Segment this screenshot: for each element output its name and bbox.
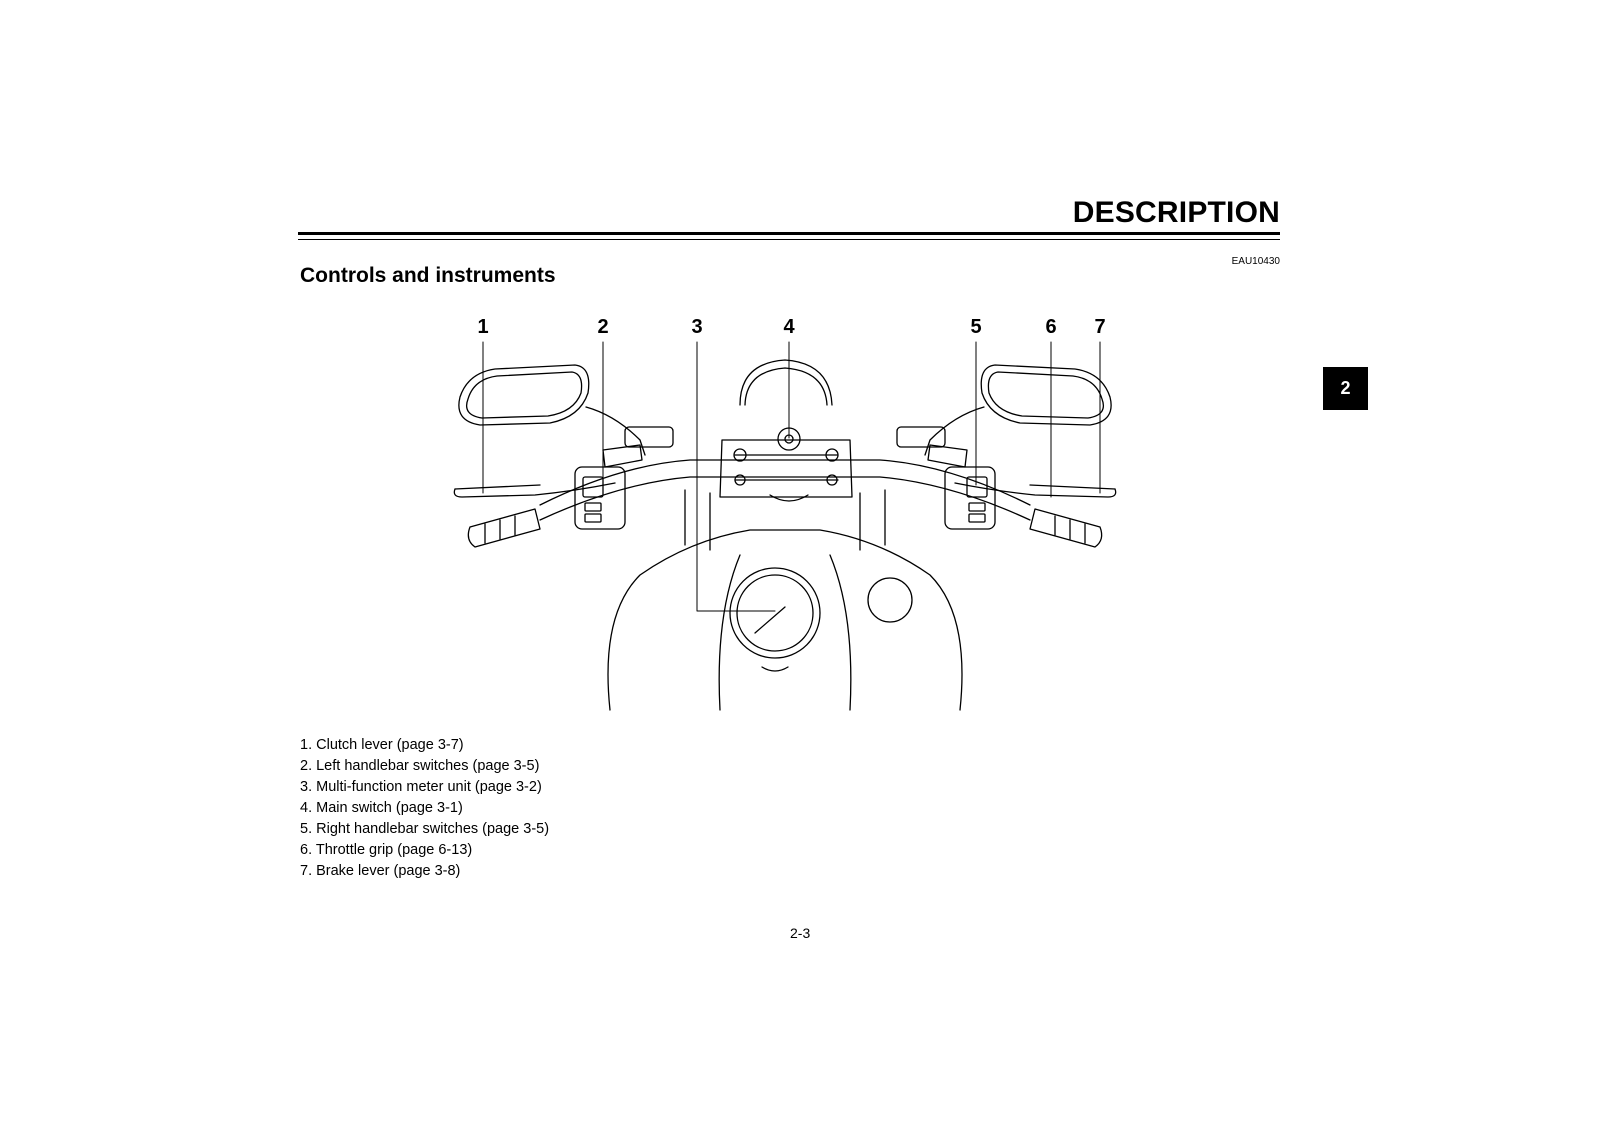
left-switch-housing (574, 466, 626, 530)
handlebar-illustration: 1 2 3 4 5 6 7 (440, 315, 1130, 725)
legend-item-brake-lever: 7. Brake lever (page 3-8) (300, 863, 461, 879)
fuel-cap (867, 577, 913, 623)
callout-4: 4 (783, 316, 795, 338)
clutch-lever (453, 482, 616, 498)
chapter-header-title: DESCRIPTION (1072, 196, 1280, 229)
header-rule-thin (298, 239, 1280, 240)
callout-3: 3 (691, 316, 702, 338)
right-mirror (980, 364, 1112, 426)
multi-function-meter (729, 567, 821, 659)
page-number: 2-3 (790, 925, 811, 941)
section-title: Controls and instruments (300, 264, 556, 287)
callout-7: 7 (1094, 316, 1105, 338)
legend-item-throttle-grip: 6. Throttle grip (page 6-13) (300, 842, 473, 858)
left-mirror (458, 364, 590, 426)
brake-lever (954, 482, 1117, 498)
chapter-tab: 2 (1323, 367, 1368, 410)
right-grip (1029, 508, 1103, 548)
callout-2: 2 (597, 316, 608, 338)
callout-legend: 1. Clutch lever (page 3-7) 2. Left handl… (300, 735, 549, 882)
callout-5: 5 (970, 316, 981, 338)
left-grip (467, 508, 541, 548)
callout-1: 1 (477, 316, 488, 338)
section-code: EAU10430 (1231, 256, 1280, 267)
callout-6: 6 (1045, 316, 1056, 338)
legend-item-main-switch: 4. Main switch (page 3-1) (300, 800, 463, 816)
top-triple-clamp (719, 439, 853, 498)
legend-item-right-handlebar-switches: 5. Right handlebar switches (page 3-5) (300, 821, 550, 837)
header-rule-thick (298, 232, 1280, 235)
headlight (739, 359, 833, 406)
handlebar (539, 459, 1031, 506)
main-switch (777, 427, 801, 451)
legend-item-multi-function-meter: 3. Multi-function meter unit (page 3-2) (300, 779, 542, 795)
legend-item-left-handlebar-switches: 2. Left handlebar switches (page 3-5) (300, 758, 540, 774)
legend-item-clutch-lever: 1. Clutch lever (page 3-7) (300, 737, 464, 753)
fuel-tank (607, 529, 963, 711)
right-switch-housing (944, 466, 996, 530)
